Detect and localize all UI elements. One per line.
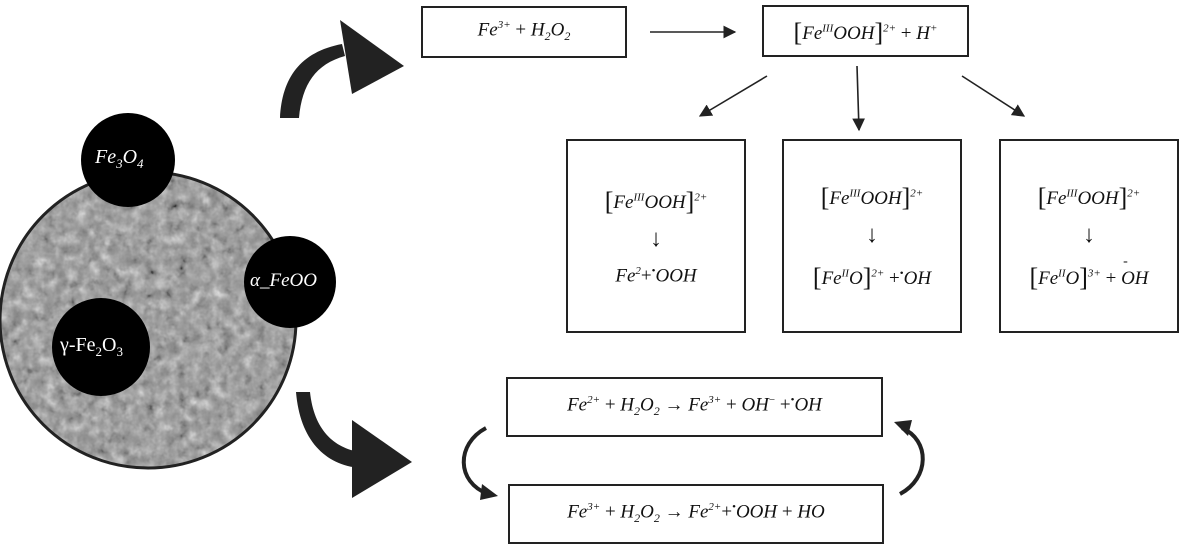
fe3o4-particle xyxy=(81,113,175,207)
pathway-1-product: Fe2+•OOH xyxy=(615,264,697,287)
alpha-feooh-label: α_FeOO xyxy=(250,270,317,291)
upper-curved-arrow xyxy=(280,44,345,118)
cycle-arrow-left xyxy=(461,426,489,496)
intermediate-equation: [FeIIIOOH]2+ + H+ xyxy=(793,18,938,47)
fe3o4-label: Fe3O4 xyxy=(95,146,144,171)
cycle-lower-box: Fe3+ + H2O2 → Fe2++•OOH + HO xyxy=(508,484,884,544)
alpha-feooh-particle xyxy=(244,236,336,328)
pathway-2-arrow: ↓ xyxy=(865,222,878,248)
gamma-fe2o3-label: γ-Fe2O3 xyxy=(60,334,123,359)
pathway-1-complex: [FeIIIOOH]2+ xyxy=(604,186,708,216)
pathway-box-1: [FeIIIOOH]2+ ↓ Fe2+•OOH xyxy=(566,139,746,333)
upper-arrowhead xyxy=(340,20,404,94)
pathway-1-arrow: ↓ xyxy=(650,225,662,252)
cycle-lower-equation: Fe3+ + H2O2 → Fe2++•OOH + HO xyxy=(567,501,825,526)
pathway-box-2: [FeIIIOOH]2+ ↓ [FeIIO]2+ +•OH xyxy=(782,139,962,333)
pathway-2-product: [FeIIO]2+ +•OH xyxy=(812,263,932,292)
branch-arrow-right xyxy=(961,75,1026,117)
pathway-3-arrow: ↓ xyxy=(1082,222,1095,248)
cycle-arrowhead-right xyxy=(894,420,912,436)
cycle-arrow-right xyxy=(898,426,925,496)
branch-arrow-left xyxy=(698,75,768,117)
lower-arrowhead xyxy=(352,420,412,498)
branch-arrow-middle xyxy=(852,65,866,132)
lower-curved-arrow xyxy=(296,392,360,468)
pathway-3-product: [FeIIO]3+ + -OH xyxy=(1029,254,1149,292)
reactant-box: Fe3+ + H2O2 xyxy=(421,6,627,58)
pathway-2-complex: [FeIIIOOH]2+ xyxy=(820,183,924,212)
intermediate-box: [FeIIIOOH]2+ + H+ xyxy=(762,5,969,57)
cycle-upper-box: Fe2+ + H2O2 → Fe3+ + OH− +•OH xyxy=(506,377,883,437)
sem-micrograph xyxy=(0,172,296,468)
pathway-box-3: [FeIIIOOH]2+ ↓ [FeIIO]3+ + -OH xyxy=(999,139,1179,333)
reactant-equation: Fe3+ + H2O2 xyxy=(477,19,571,44)
gamma-fe2o3-particle xyxy=(52,298,150,396)
cycle-upper-equation: Fe2+ + H2O2 → Fe3+ + OH− +•OH xyxy=(567,394,822,419)
cycle-arrowhead-left xyxy=(480,484,498,500)
pathway-3-complex: [FeIIIOOH]2+ xyxy=(1037,183,1141,212)
